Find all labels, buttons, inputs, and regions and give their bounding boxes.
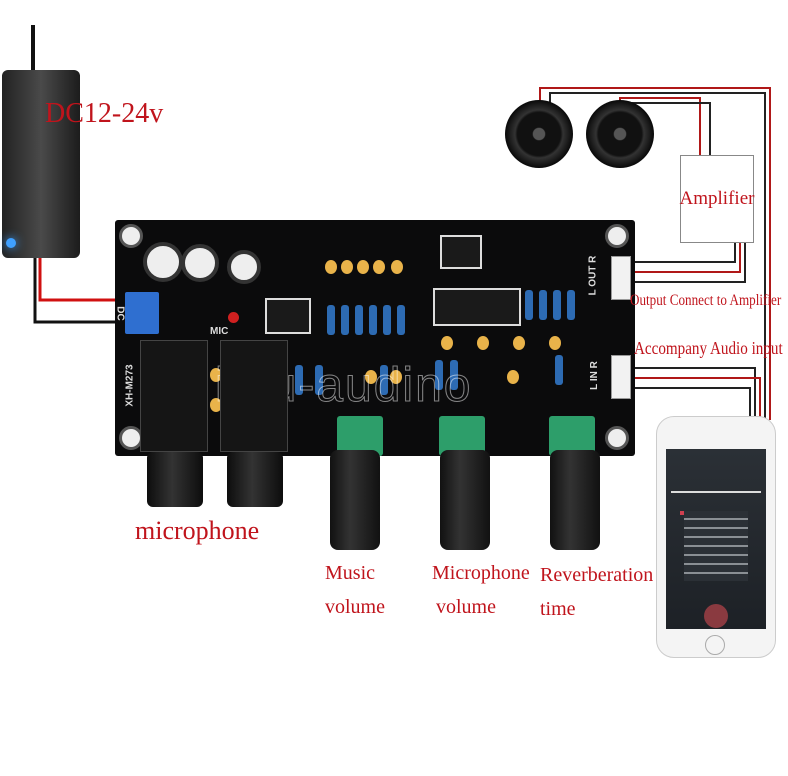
model-silk: XH-M273	[124, 364, 136, 407]
resistor	[553, 290, 561, 320]
led-icon	[228, 312, 239, 323]
mic-silk: MIC	[210, 326, 229, 337]
ic-chip	[265, 298, 311, 334]
home-button[interactable]	[705, 635, 725, 655]
capacitor	[373, 260, 385, 274]
capacitor	[341, 260, 353, 274]
input-wire	[632, 387, 751, 420]
resistor	[383, 305, 391, 335]
mic-volume-label: Microphone volume	[432, 556, 530, 624]
music-volume-knob[interactable]	[330, 450, 380, 550]
label-line: time	[540, 598, 576, 620]
pcb-board: DC MIC XH-M273 L OUT R L IN R imu-audino	[115, 220, 635, 456]
capacitor	[507, 370, 519, 384]
capacitor	[325, 260, 337, 274]
pitch-line	[671, 491, 761, 493]
capacitor-large	[181, 244, 219, 282]
resistor	[555, 355, 563, 385]
reverb-time-label: Reverberation time	[540, 558, 653, 626]
reverb-time-pot[interactable]	[549, 416, 595, 456]
capacitor	[441, 336, 453, 350]
capacitor	[390, 370, 402, 384]
speaker-right-icon	[586, 100, 654, 168]
power-adapter	[2, 70, 80, 258]
label-line: Music	[325, 562, 375, 584]
input-label: Accompany Audio input	[634, 338, 783, 358]
speaker-wire	[549, 92, 766, 420]
mic-jack-2-barrel	[227, 452, 283, 507]
capacitor	[365, 370, 377, 384]
mic-jack-1-barrel	[147, 452, 203, 507]
record-button[interactable]	[704, 604, 728, 628]
input-wire	[632, 377, 761, 420]
music-volume-label: Music volume	[325, 556, 385, 624]
label-line: Reverberation	[540, 564, 654, 586]
power-led-icon	[6, 238, 16, 248]
label-line: volume	[436, 596, 496, 618]
mic-jack-1[interactable]	[140, 340, 208, 452]
resistor	[435, 360, 443, 390]
output-wire	[632, 242, 746, 283]
amplifier-label: Amplifier	[679, 188, 755, 209]
label-line: Microphone	[432, 562, 530, 584]
mic-volume-pot[interactable]	[439, 416, 485, 456]
output-wire	[632, 242, 736, 263]
mount-hole	[605, 426, 629, 450]
reverb-time-knob[interactable]	[550, 450, 600, 550]
ic-chip	[440, 235, 482, 269]
ic-chip	[433, 288, 521, 326]
resistor	[341, 305, 349, 335]
phone-screen	[666, 449, 766, 629]
mount-hole	[119, 426, 143, 450]
out-silk: L OUT R	[587, 255, 599, 296]
output-label: Output Connect to Amplifier	[630, 292, 782, 309]
mount-hole	[605, 224, 629, 248]
music-volume-pot[interactable]	[337, 416, 383, 456]
output-wire	[632, 242, 741, 273]
capacitor	[477, 336, 489, 350]
input-connector[interactable]	[611, 355, 631, 399]
power-label: DC12-24v	[45, 98, 164, 129]
resistor	[539, 290, 547, 320]
capacitor	[513, 336, 525, 350]
resistor	[327, 305, 335, 335]
in-silk: L IN R	[588, 361, 600, 390]
capacitor	[357, 260, 369, 274]
capacitor	[391, 260, 403, 274]
lyrics-lines	[684, 511, 748, 581]
mic-jack-2[interactable]	[220, 340, 288, 452]
capacitor	[210, 398, 222, 412]
speaker-wire	[539, 87, 771, 420]
resistor	[450, 360, 458, 390]
dc-terminal[interactable]	[125, 292, 159, 334]
mic-volume-knob[interactable]	[440, 450, 490, 550]
resistor	[315, 365, 323, 395]
resistor	[355, 305, 363, 335]
resistor	[397, 305, 405, 335]
speaker-left-icon	[505, 100, 573, 168]
capacitor	[549, 336, 561, 350]
dc-silk: DC	[114, 306, 126, 321]
smartphone	[656, 416, 776, 658]
capacitor-large	[227, 250, 261, 284]
label-line: volume	[325, 596, 385, 618]
resistor	[525, 290, 533, 320]
power-wire-black	[33, 255, 135, 324]
microphone-label: microphone	[135, 516, 260, 545]
resistor	[380, 365, 388, 395]
resistor	[369, 305, 377, 335]
amplifier-box: Amplifier	[680, 155, 754, 243]
input-wire	[632, 367, 756, 420]
mount-hole	[119, 224, 143, 248]
capacitor	[210, 368, 222, 382]
output-connector[interactable]	[611, 256, 631, 300]
power-wire-red	[38, 255, 135, 302]
resistor	[567, 290, 575, 320]
resistor	[295, 365, 303, 395]
capacitor-large	[143, 242, 183, 282]
